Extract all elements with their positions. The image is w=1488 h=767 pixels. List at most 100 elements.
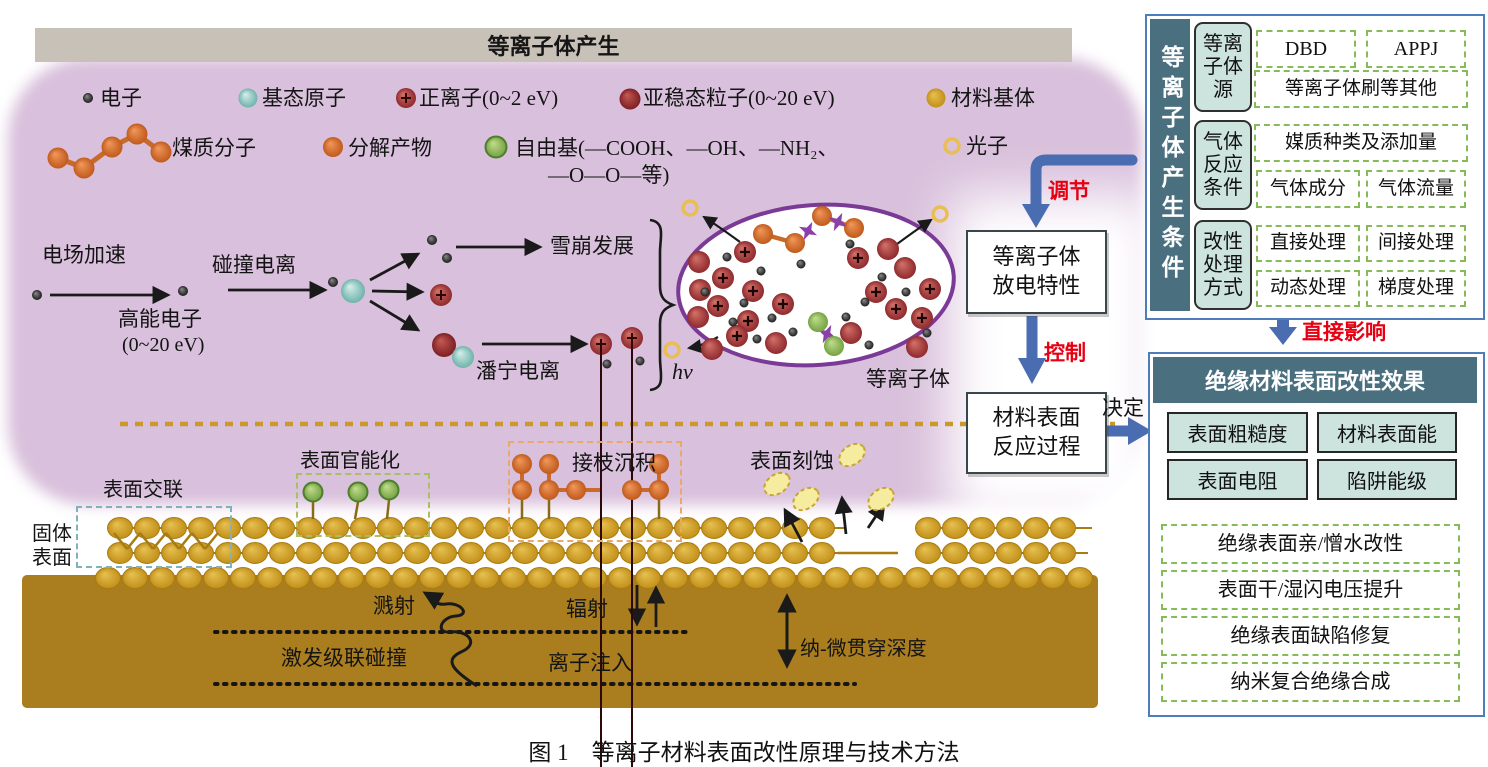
polymer-unit — [311, 567, 337, 589]
plasma-electron-icon — [864, 340, 874, 350]
polymer-unit — [485, 517, 511, 539]
graft-molecule-icon — [539, 480, 559, 500]
surface-roughness-box: 表面粗糙度 — [1167, 412, 1308, 453]
polymer-unit — [149, 567, 175, 589]
polymer-unit — [404, 542, 430, 564]
graft-molecule-icon — [649, 454, 669, 474]
medium-molecule-icon — [101, 136, 123, 158]
solid-surface-label-2: 表面 — [32, 547, 72, 569]
photon-icon — [681, 199, 699, 217]
polymer-unit — [593, 517, 619, 539]
plasma-ion-icon — [894, 257, 916, 279]
discharge-box-line2: 放电特性 — [992, 273, 1081, 298]
polymer-unit — [728, 517, 754, 539]
sputtering-label: 溅射 — [373, 594, 415, 618]
polymer-unit — [782, 542, 808, 564]
polymer-unit — [716, 567, 742, 589]
direct-treatment-item: 直接处理 — [1256, 225, 1360, 262]
grafting-region-box — [508, 441, 682, 542]
fragment-icon — [844, 218, 864, 238]
polymer-unit — [674, 542, 700, 564]
plasma-electron-icon — [922, 328, 932, 338]
radical-icon — [824, 336, 844, 356]
polymer-unit — [458, 517, 484, 539]
polymer-unit — [95, 567, 121, 589]
plasma-electron-icon — [877, 272, 887, 282]
functionalization-region-box — [296, 473, 430, 537]
polymer-unit — [996, 542, 1022, 564]
dynamic-treatment-item: 动态处理 — [1256, 270, 1360, 307]
reaction-box-line1: 材料表面 — [992, 405, 1081, 431]
flashover-outcome: 表面干/湿闪电压提升 — [1161, 570, 1460, 610]
gas-reaction-group: 气体反应条件 — [1194, 120, 1252, 210]
electron-icon — [83, 93, 93, 103]
hv-photon-label: hv — [672, 359, 693, 384]
polymer-unit — [701, 517, 727, 539]
polymer-unit — [323, 542, 349, 564]
avalanche-label: 雪崩发展 — [550, 234, 634, 258]
etched-fragment-icon — [792, 486, 820, 512]
plus-sign — [627, 333, 637, 767]
plasma-electron-icon — [841, 312, 851, 322]
surface-resistance-box: 表面电阻 — [1167, 459, 1308, 500]
medium-molecule-icon — [73, 157, 95, 179]
crosslink-bond — [113, 532, 128, 550]
polymer-unit — [635, 567, 661, 589]
high-energy-electron-ev: (0~20 eV) — [122, 334, 205, 356]
solid-surface-label-1: 固体 — [32, 523, 72, 545]
gas-composition-item: 气体成分 — [1256, 170, 1360, 208]
functionalization-label: 表面官能化 — [300, 450, 400, 472]
ion-implantation-label: 离子注入 — [548, 651, 632, 675]
reaction-box-line2: 反应过程 — [992, 434, 1081, 459]
collision-star-icon — [798, 221, 818, 241]
polymer-unit — [323, 517, 349, 539]
flow-arrow — [783, 507, 804, 543]
plasma-electron-icon — [722, 252, 732, 262]
cascade-collision-label: 激发级联碰撞 — [281, 646, 407, 670]
polymer-unit — [377, 517, 403, 539]
brace-icon — [649, 218, 677, 392]
polymer-unit — [554, 567, 580, 589]
nanocomposite-outcome: 纳米复合绝缘合成 — [1161, 662, 1460, 702]
flow-arrow — [369, 252, 421, 282]
defect-repair-outcome: 绝缘表面缺陷修复 — [1161, 616, 1460, 656]
polymer-unit — [581, 567, 607, 589]
medium-molecule-icon — [126, 123, 148, 145]
polymer-unit — [1050, 517, 1076, 539]
polymer-unit — [539, 517, 565, 539]
plus-sign — [740, 247, 750, 257]
polymer-unit — [566, 542, 592, 564]
crosslink-label: 表面交联 — [103, 479, 183, 501]
polymer-unit — [296, 542, 322, 564]
plasma-source-group: 等离子体源 — [1194, 22, 1252, 112]
sputtering-spiral — [422, 591, 478, 688]
adjust-label: 调节 — [1048, 179, 1090, 203]
polymer-unit — [932, 567, 958, 589]
plasma-ion-icon — [688, 251, 710, 273]
polymer-unit — [377, 542, 403, 564]
legend-positive-ion-label: 正离子(0~2 eV) — [419, 86, 559, 110]
polymer-unit — [269, 542, 295, 564]
plasma-ion-icon — [877, 238, 899, 260]
hydrophilicity-outcome: 绝缘表面亲/憎水改性 — [1161, 524, 1460, 564]
crosslink-region-box — [76, 506, 232, 568]
photon-icon — [931, 205, 949, 223]
legend-radical-label-line1: 自由基(—COOH、—OH、—NH₂、 — [515, 136, 839, 160]
polymer-unit — [539, 542, 565, 564]
surface-reaction-box: 材料表面 反应过程 — [966, 392, 1107, 474]
legend-metastable-label: 亚稳态粒子(0~20 eV) — [643, 86, 835, 110]
polymer-unit — [350, 517, 376, 539]
field-acceleration-label: 电场加速 — [42, 243, 126, 267]
polymer-unit — [338, 567, 364, 589]
polymer-unit — [1023, 517, 1049, 539]
graft-molecule-icon — [649, 480, 669, 500]
trap-level-box: 陷阱能级 — [1317, 459, 1457, 500]
conditions-vertical-title: 等离子体产生条件 — [1150, 19, 1190, 311]
plasma-brush-item: 等离子体刷等其他 — [1254, 70, 1468, 108]
polymer-unit — [176, 567, 202, 589]
grafting-label: 接枝沉积 — [572, 451, 656, 475]
polymer-unit — [203, 567, 229, 589]
crosslink-bond — [126, 532, 141, 550]
